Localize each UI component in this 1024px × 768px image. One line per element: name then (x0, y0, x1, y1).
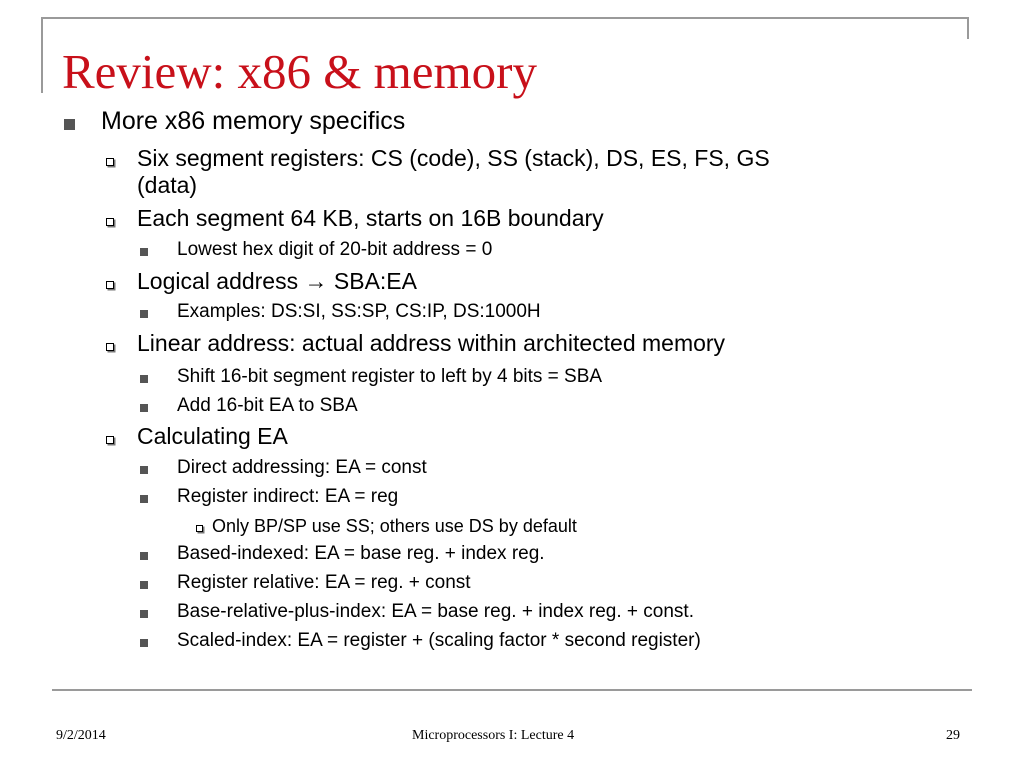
square-bullet-icon (140, 495, 148, 503)
bullet-level-2-text: Logical address → SBA:EA (137, 268, 417, 294)
bullet-level-3-text: Shift 16-bit segment register to left by… (177, 366, 603, 387)
footer-page-number: 29 (946, 728, 960, 743)
bullet-level-3-text: Register indirect: EA = reg (177, 486, 399, 507)
bullet-level-2-text: (data) (137, 172, 198, 198)
square-bullet-icon (64, 119, 75, 130)
bullet-level-4-text: Only BP/SP use SS; others use DS by defa… (212, 516, 577, 536)
bullet-level-2-text: Calculating EA (137, 423, 288, 449)
open-square-bullet-icon (106, 343, 114, 351)
square-bullet-icon (140, 552, 148, 560)
bullet-level-3-text: Direct addressing: EA = const (177, 457, 427, 478)
bullet-level-1-text: More x86 memory specifics (101, 107, 406, 135)
square-bullet-icon (140, 581, 148, 589)
square-bullet-icon (140, 310, 148, 318)
square-bullet-icon (140, 610, 148, 618)
open-square-bullet-icon (106, 281, 114, 289)
frame-top-line (41, 17, 969, 19)
bullet-level-3-text: Base-relative-plus-index: EA = base reg.… (177, 601, 694, 622)
frame-left-line (41, 17, 43, 93)
frame-right-line (967, 17, 969, 39)
bullet-level-3-text: Based-indexed: EA = base reg. + index re… (177, 543, 545, 564)
open-square-bullet-icon (196, 525, 203, 532)
bullet-level-3-text: Lowest hex digit of 20-bit address = 0 (177, 239, 493, 260)
bullet-level-3-text: Examples: DS:SI, SS:SP, CS:IP, DS:1000H (177, 301, 541, 322)
open-square-bullet-icon (106, 436, 114, 444)
footer-divider (52, 689, 972, 691)
square-bullet-icon (140, 639, 148, 647)
bullet-level-3-text: Register relative: EA = reg. + const (177, 572, 471, 593)
open-square-bullet-icon (106, 158, 114, 166)
footer-course: Microprocessors I: Lecture 4 (412, 728, 575, 743)
square-bullet-icon (140, 466, 148, 474)
bullet-level-3-text: Scaled-index: EA = register + (scaling f… (177, 630, 701, 651)
bullet-level-2-text: Linear address: actual address within ar… (137, 330, 726, 356)
bullet-level-2-text: Each segment 64 KB, starts on 16B bounda… (137, 205, 604, 231)
slide-title: Review: x86 & memory (62, 44, 537, 99)
footer-date: 9/2/2014 (56, 728, 106, 743)
bullet-level-2-text: Six segment registers: CS (code), SS (st… (137, 145, 770, 171)
open-square-bullet-icon (106, 218, 114, 226)
square-bullet-icon (140, 375, 148, 383)
square-bullet-icon (140, 248, 148, 256)
square-bullet-icon (140, 404, 148, 412)
bullet-level-3-text: Add 16-bit EA to SBA (177, 395, 358, 416)
